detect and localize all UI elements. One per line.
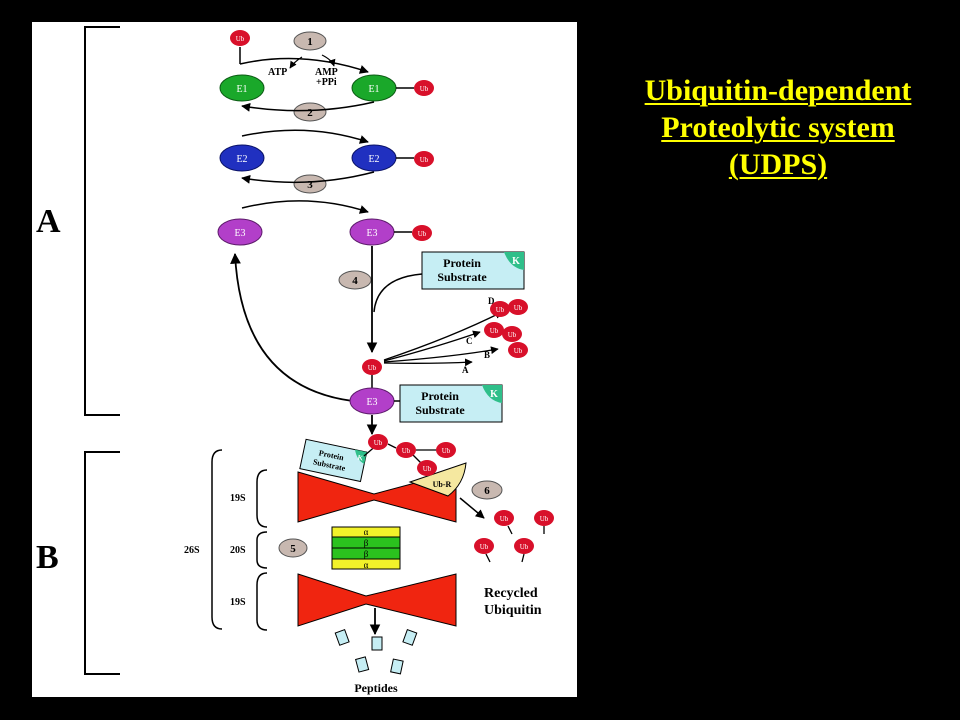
label-20s: 20S	[230, 545, 246, 556]
branch-c-label: C	[466, 336, 473, 346]
e2-enzyme: E2	[219, 144, 265, 172]
svg-text:Ub: Ub	[236, 35, 245, 43]
label-19s-bottom: 19S	[230, 597, 246, 608]
ub-free-top: Ub	[230, 30, 250, 64]
recycled-ubiquitin-label-2: Ubiquitin	[484, 603, 542, 618]
slide-title: Ubiquitin-dependent Proteolytic system (…	[598, 72, 958, 183]
svg-text:Ub: Ub	[490, 327, 499, 335]
svg-text:3: 3	[307, 179, 313, 191]
svg-text:β: β	[364, 549, 369, 559]
e3-ub-conjugate: E3 Ub	[349, 218, 432, 246]
atp-label: ATP	[268, 67, 287, 78]
ppi-label: +PPi	[316, 77, 337, 88]
svg-text:E2: E2	[368, 154, 379, 165]
svg-text:Ub: Ub	[418, 230, 427, 238]
peptide-fragments	[334, 629, 418, 675]
label-26s: 26S	[184, 545, 200, 556]
protein-substrate-degraded: K Protein Substrate	[299, 438, 368, 483]
ub-e3-bound: Ub	[362, 359, 382, 375]
svg-text:4: 4	[352, 275, 358, 287]
svg-text:E2: E2	[236, 154, 247, 165]
step-4-marker: 4	[338, 270, 372, 290]
branch-b-label: B	[484, 350, 490, 360]
svg-text:Substrate: Substrate	[415, 403, 465, 417]
svg-text:Ub: Ub	[520, 543, 529, 551]
section-b-bracket	[84, 451, 120, 675]
proteasome-19s-cap-bottom	[297, 573, 457, 627]
svg-text:E1: E1	[368, 84, 379, 95]
svg-text:Ub: Ub	[420, 156, 429, 164]
svg-text:Ub: Ub	[500, 515, 509, 523]
branch-a-label: A	[462, 365, 469, 375]
amp-label: AMP	[315, 67, 338, 78]
svg-text:Ub: Ub	[423, 465, 432, 473]
e3-substrate-complex: E3	[349, 387, 400, 415]
svg-text:α: α	[364, 527, 369, 537]
e2-ub-conjugate: E2 Ub	[351, 144, 434, 172]
svg-text:E3: E3	[234, 228, 245, 239]
svg-text:K: K	[490, 389, 498, 400]
svg-text:Protein: Protein	[443, 256, 481, 270]
svg-text:Ub: Ub	[420, 85, 429, 93]
title-line-2: Proteolytic system	[661, 111, 895, 144]
svg-text:Ub-R: Ub-R	[433, 480, 452, 489]
svg-text:Substrate: Substrate	[437, 270, 487, 284]
protein-substrate-top: K Protein Substrate	[421, 251, 525, 290]
recycled-ubiquitin-label-1: Recycled	[484, 586, 538, 601]
step-6-marker: 6	[471, 480, 503, 500]
ub-receptor: Ub-R	[408, 462, 467, 497]
svg-text:Ub: Ub	[514, 347, 523, 355]
polyub-chain-attached: Ub Ub Ub Ub	[363, 434, 456, 476]
svg-text:α: α	[364, 560, 369, 570]
proteasome-scale-bracket	[211, 449, 268, 631]
svg-text:K: K	[357, 453, 365, 462]
svg-text:E3: E3	[366, 397, 377, 408]
label-19s-top: 19S	[230, 493, 246, 504]
svg-text:K: K	[512, 256, 520, 267]
e3-enzyme: E3	[217, 218, 263, 246]
svg-text:E1: E1	[236, 84, 247, 95]
svg-text:Ub: Ub	[402, 447, 411, 455]
polyub-chain-b: Ub	[508, 342, 528, 358]
protein-substrate-bound: K Protein Substrate	[399, 384, 503, 423]
polyub-chain-c: Ub Ub	[484, 322, 522, 342]
branch-d-label: D	[488, 296, 495, 306]
svg-text:Ub: Ub	[442, 447, 451, 455]
svg-text:E3: E3	[366, 228, 377, 239]
svg-text:5: 5	[290, 543, 296, 555]
svg-text:Ub: Ub	[496, 306, 505, 314]
title-line-1: Ubiquitin-dependent	[644, 74, 912, 107]
svg-text:Ub: Ub	[508, 331, 517, 339]
peptides-label: Peptides	[354, 681, 398, 695]
title-line-3: (UDPS)	[728, 148, 828, 181]
svg-text:Protein: Protein	[421, 389, 459, 403]
svg-text:Ub: Ub	[374, 439, 383, 447]
step-5-marker: 5	[278, 538, 308, 558]
recycled-ub-group: Ub Ub Ub Ub	[474, 510, 554, 563]
step-2-marker: 2	[293, 102, 327, 122]
svg-text:2: 2	[307, 107, 313, 119]
svg-text:6: 6	[484, 485, 490, 497]
step-3-marker: 3	[293, 174, 327, 194]
section-b-label: B	[36, 539, 59, 576]
svg-text:Ub: Ub	[540, 515, 549, 523]
step-1-marker: 1	[293, 31, 327, 51]
svg-text:Ub: Ub	[368, 364, 377, 372]
e1-ub-conjugate: E1 Ub	[351, 74, 434, 102]
svg-text:Ub: Ub	[514, 304, 523, 312]
proteasome-20s-core: α β β α	[331, 526, 401, 570]
section-a-bracket	[84, 26, 120, 416]
polyub-chain-d: Ub Ub	[490, 299, 528, 317]
ubiquitin-pathway-diagram: A B Ub 1 ATP AMP +PPi E1 E1 Ub 2 E2	[32, 22, 577, 697]
e1-enzyme: E1	[219, 74, 265, 102]
svg-text:Ub: Ub	[480, 543, 489, 551]
svg-text:1: 1	[307, 36, 313, 48]
section-a-label: A	[36, 203, 61, 240]
svg-text:β: β	[364, 538, 369, 548]
